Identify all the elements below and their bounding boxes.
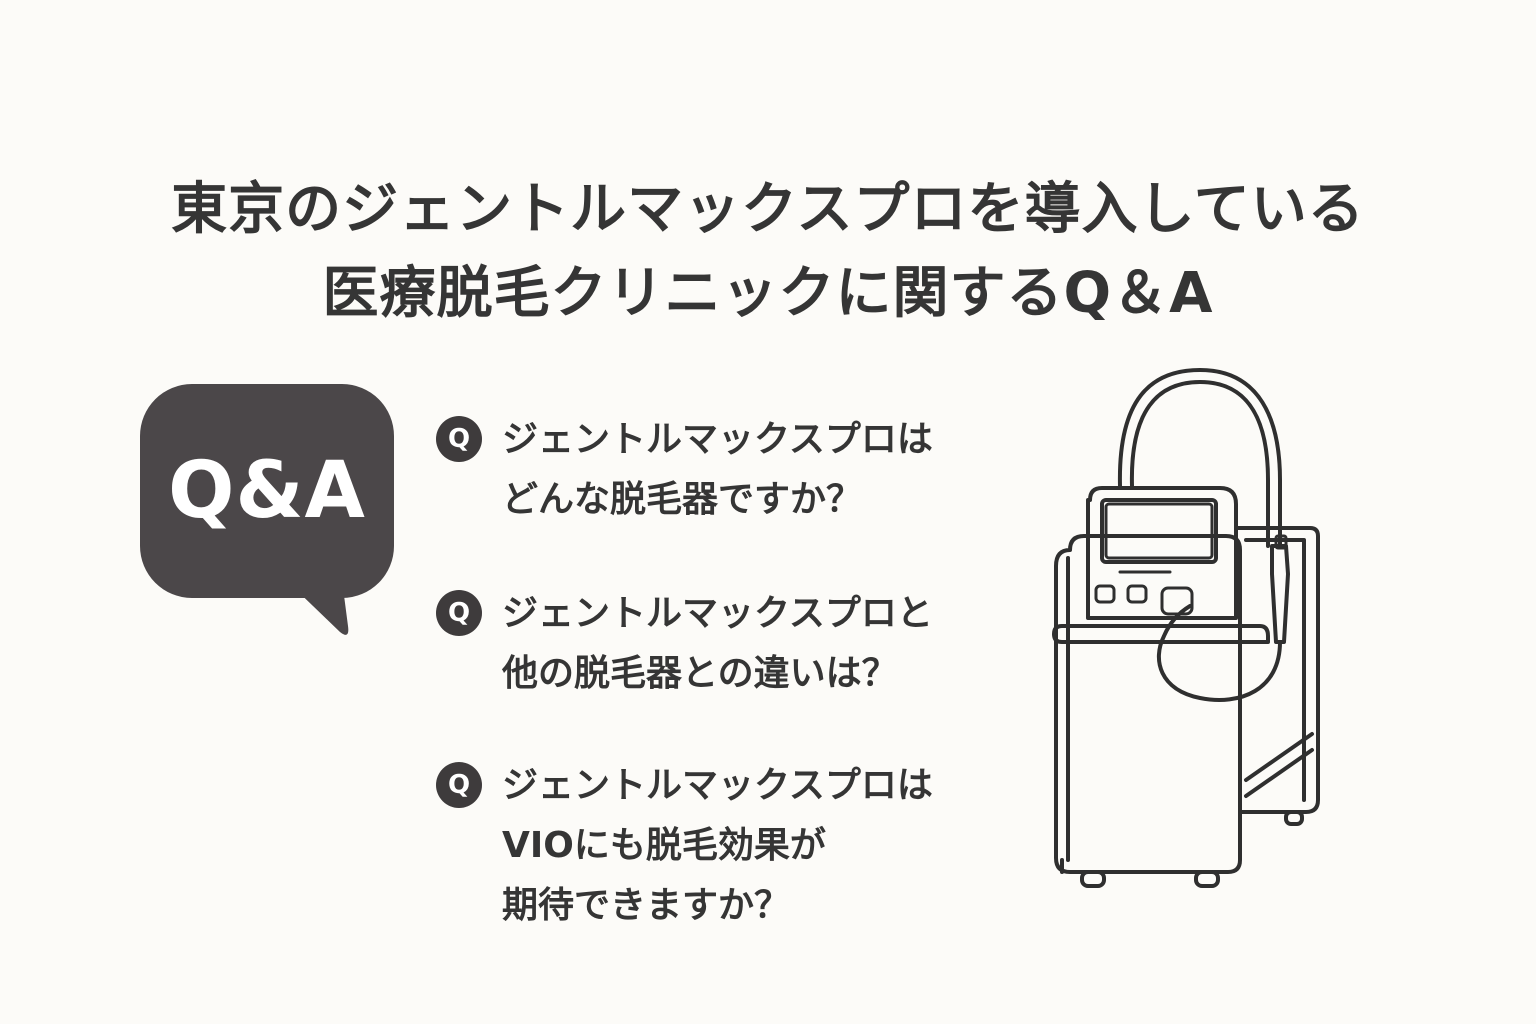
qa-bubble-label: Q&A xyxy=(168,446,366,536)
qa-bubble: Q&A xyxy=(140,384,394,598)
laser-hair-removal-machine-icon xyxy=(1052,368,1320,888)
question-text: ジェントルマックスプロは どんな脱毛器ですか？ xyxy=(502,419,933,520)
q-marker-icon: Q xyxy=(436,762,482,808)
q-marker-icon: Q xyxy=(436,590,482,636)
question-text: ジェントルマックスプロと 他の脱毛器との違いは？ xyxy=(502,593,933,694)
q-marker-icon: Q xyxy=(436,416,482,462)
title-line-1: 東京のジェントルマックスプロを導入している xyxy=(171,177,1365,242)
page-title: 東京のジェントルマックスプロを導入している 医療脱毛クリニックに関するQ＆A xyxy=(0,168,1536,336)
title-line-2: 医療脱毛クリニックに関するQ＆A xyxy=(322,261,1214,326)
question-text: ジェントルマックスプロは VIOにも脱毛効果が 期待できますか？ xyxy=(502,765,933,926)
